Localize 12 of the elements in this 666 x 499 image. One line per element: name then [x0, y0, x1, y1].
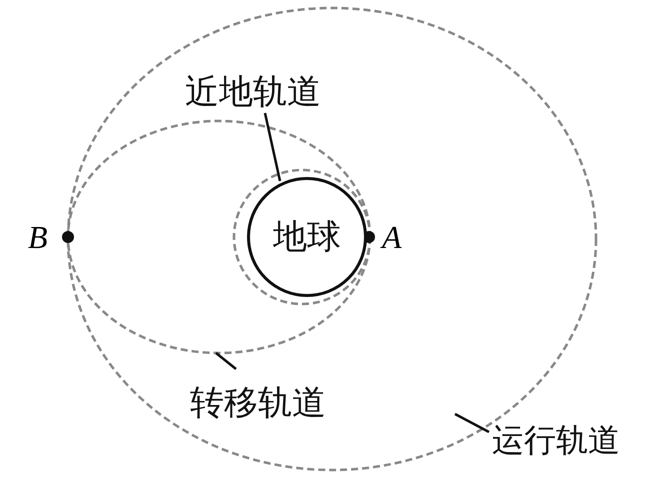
orbit-circle: [232, 168, 372, 306]
leader-line: [454, 412, 490, 434]
orbit-label: 运行轨道: [492, 420, 620, 460]
point-label: B: [28, 219, 48, 255]
leader-line: [264, 112, 282, 182]
leader-line: [215, 352, 237, 370]
orbit-label: 转移轨道: [190, 383, 326, 423]
orbit-label: 近地轨道: [185, 72, 321, 112]
planet-label: 地球: [273, 217, 341, 257]
orbit-ellipse: [66, 120, 372, 354]
point-dot: [62, 231, 74, 243]
point-label: A: [382, 219, 402, 255]
